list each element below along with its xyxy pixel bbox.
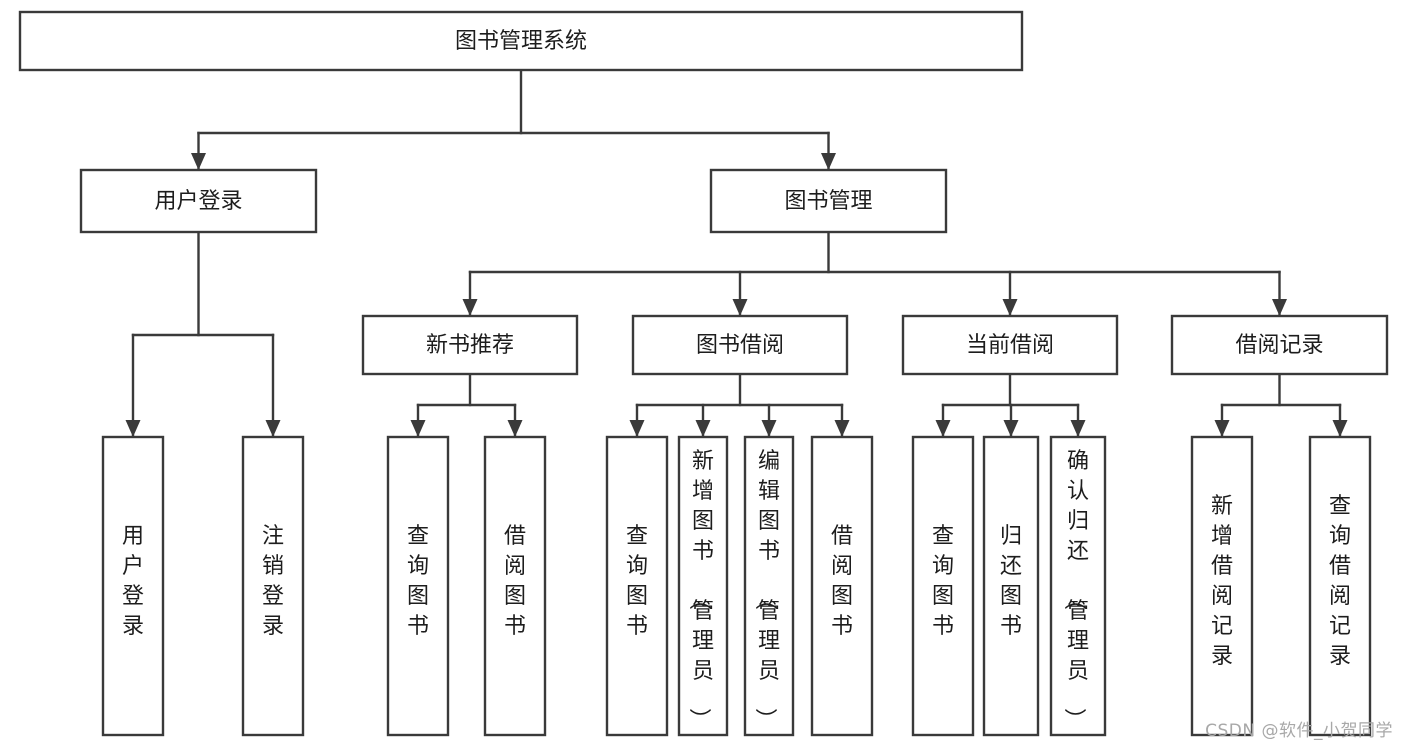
conn-root-to-level2 [191,68,836,172]
node-user-login[interactable]: 用户登录 [79,168,318,234]
node-box[interactable] [810,435,874,737]
node-borrow-record[interactable]: 借阅记录 [1170,314,1389,376]
node-leaf-current-confirm-return[interactable]: 确认归还（管理员） [1049,435,1107,737]
node-label: 查询图书 [407,524,429,639]
node-leaf-user-logout[interactable]: 注销登录 [241,435,305,737]
node-leaf-borrow-edit-book[interactable]: 编辑图书（管理员） [743,435,795,737]
node-box[interactable] [743,435,795,737]
conn-current-borrow-to-leaves [935,372,1086,439]
node-label: 当前借阅 [966,333,1054,358]
node-label: 注销登录 [262,524,284,639]
node-box[interactable] [1190,435,1254,737]
node-label: 用户登录 [122,524,144,639]
node-box[interactable] [18,10,1024,72]
node-label: 编辑图书（管理员） [752,449,780,730]
node-leaf-borrow-add-book[interactable]: 新增图书（管理员） [677,435,729,737]
conn-borrow-record-to-leaves [1214,372,1348,439]
node-label: 确认归还（管理员） [1061,449,1089,730]
node-label: 查询图书 [626,524,648,639]
node-leaf-record-query[interactable]: 查询借阅记录 [1308,435,1372,737]
node-new-book-rec[interactable]: 新书推荐 [361,314,579,376]
node-box[interactable] [79,168,318,234]
node-label: 借阅图书 [831,524,853,639]
node-label: 图书管理 [784,189,872,214]
node-label: 用户登录 [154,189,242,214]
conn-new-book-rec-to-leaves [410,372,523,439]
flowchart-nodes-layer: 图书管理系统用户登录图书管理新书推荐图书借阅当前借阅借阅记录用户登录注销登录查询… [18,10,1389,737]
node-label: 图书管理系统 [455,29,587,54]
node-leaf-record-add[interactable]: 新增借阅记录 [1190,435,1254,737]
node-box[interactable] [1170,314,1389,376]
node-box[interactable] [101,435,165,737]
node-leaf-user-login[interactable]: 用户登录 [101,435,165,737]
node-label: 借阅图书 [504,524,526,639]
node-leaf-current-return-book[interactable]: 归还图书 [982,435,1040,737]
conn-book-borrow-to-leaves [629,372,850,439]
node-root[interactable]: 图书管理系统 [18,10,1024,72]
node-box[interactable] [241,435,305,737]
node-current-borrow[interactable]: 当前借阅 [901,314,1119,376]
node-leaf-borrow-borrow-book[interactable]: 借阅图书 [810,435,874,737]
node-box[interactable] [677,435,729,737]
node-box[interactable] [605,435,669,737]
conn-book-manage-to-level3 [462,230,1287,318]
node-label: 新书推荐 [426,333,514,358]
conn-user-login-to-leaves [125,230,281,439]
node-box[interactable] [982,435,1040,737]
node-label: 查询借阅记录 [1329,494,1351,669]
node-book-borrow[interactable]: 图书借阅 [631,314,849,376]
connector-edges-layer [125,68,1348,439]
node-box[interactable] [386,435,450,737]
node-box[interactable] [911,435,975,737]
node-label: 新增借阅记录 [1211,494,1233,669]
node-label: 借阅记录 [1235,333,1323,358]
node-box[interactable] [361,314,579,376]
node-box[interactable] [1049,435,1107,737]
node-leaf-rec-query-book[interactable]: 查询图书 [386,435,450,737]
node-label: 查询图书 [932,524,954,639]
node-box[interactable] [483,435,547,737]
node-box[interactable] [631,314,849,376]
node-box[interactable] [901,314,1119,376]
node-box[interactable] [709,168,948,234]
node-leaf-borrow-query-book[interactable]: 查询图书 [605,435,669,737]
node-box[interactable] [1308,435,1372,737]
node-leaf-current-query-book[interactable]: 查询图书 [911,435,975,737]
node-label: 新增图书（管理员） [686,449,714,730]
node-leaf-rec-borrow-book[interactable]: 借阅图书 [483,435,547,737]
node-label: 图书借阅 [696,333,784,358]
node-book-manage[interactable]: 图书管理 [709,168,948,234]
node-label: 归还图书 [1000,524,1022,639]
